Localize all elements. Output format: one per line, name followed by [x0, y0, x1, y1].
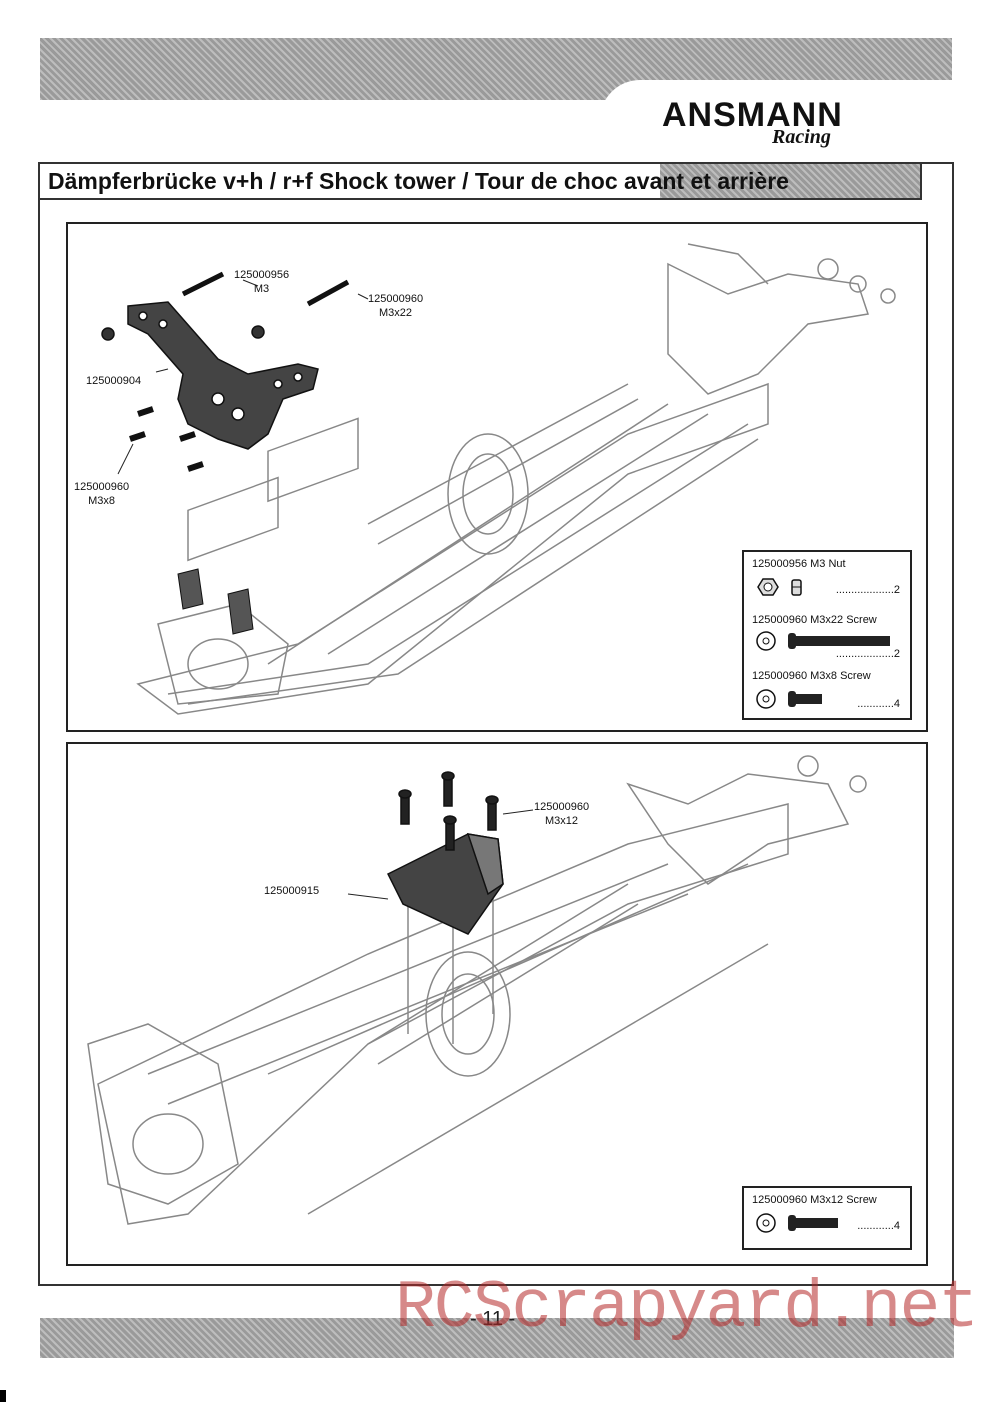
callout-nut-part: 125000956 — [234, 269, 290, 281]
cover-panel: 125000960 M3x12 125000915 125000960 M3x1… — [66, 742, 928, 1266]
header-band-curve — [600, 80, 960, 160]
logo-racing: Racing — [772, 126, 831, 148]
callout-tower-part: 125000904 — [86, 375, 142, 387]
chassis-drawing-2 — [87, 755, 867, 1225]
header-band — [40, 38, 952, 100]
callout-long-screw-size: M3x22 — [379, 307, 413, 319]
title-bar-shade — [660, 164, 920, 198]
callout-short-screw: 125000960 M3x8 — [74, 480, 129, 508]
parts-qty: ...................2 — [835, 648, 900, 660]
callout-short-screw-part: 125000960 — [74, 481, 130, 493]
callout-tower: 125000904 — [86, 374, 141, 388]
callout-cover-part: 125000915 — [264, 885, 320, 897]
callout-nut: 125000956 M3 — [234, 268, 289, 296]
short-screw-icon — [756, 689, 822, 709]
chassis-drawing-1 — [101, 243, 896, 715]
nut-icon — [757, 578, 802, 596]
callout-cover-screw: 125000960 M3x12 — [534, 800, 589, 828]
callout-long-screw: 125000960 M3x22 — [368, 292, 423, 320]
logo-wordmark: ANSMANN — [662, 96, 843, 134]
cover-screw-icon — [756, 1213, 838, 1233]
parts-row-nut: 125000956 M3 Nut ...................2 — [744, 552, 910, 608]
parts-list-2: 125000960 M3x12 Screw ............4 — [742, 1186, 912, 1250]
parts-qty: ...................2 — [835, 584, 900, 596]
parts-row-m3x12: 125000960 M3x12 Screw ............4 — [744, 1188, 910, 1244]
parts-qty: ............4 — [857, 1220, 900, 1232]
callout-long-screw-part: 125000960 — [368, 293, 424, 305]
shock-tower-panel: 125000956 M3 125000960 M3x22 125000904 1… — [66, 222, 928, 732]
callout-cover-screw-size: M3x12 — [545, 815, 579, 827]
corner-mark — [0, 1390, 6, 1402]
callout-cover-screw-part: 125000960 — [534, 801, 590, 813]
parts-qty: ............4 — [857, 698, 900, 710]
footer-band — [40, 1318, 954, 1358]
parts-list-1: 125000956 M3 Nut ...................2 12… — [742, 550, 912, 720]
page-title: Dämpferbrücke v+h / r+f Shock tower / To… — [48, 168, 789, 194]
callout-cover: 125000915 — [264, 884, 319, 898]
parts-label: 125000960 M3x22 Screw — [752, 614, 877, 626]
callout-nut-size: M3 — [253, 283, 270, 295]
page-number: - 11 - — [470, 1308, 516, 1330]
callout-short-screw-size: M3x8 — [88, 495, 115, 507]
parts-row-m3x22: 125000960 M3x22 Screw ..................… — [744, 608, 910, 664]
watermark: RCScrapyard.net — [395, 1270, 979, 1347]
parts-label: 125000960 M3x8 Screw — [752, 670, 871, 682]
ansmann-logo: ANSMANN Racing — [662, 92, 912, 152]
parts-label: 125000956 M3 Nut — [752, 558, 846, 570]
parts-row-m3x8: 125000960 M3x8 Screw ............4 — [744, 664, 910, 720]
parts-label: 125000960 M3x12 Screw — [752, 1194, 877, 1206]
title-bar: Dämpferbrücke v+h / r+f Shock tower / To… — [38, 162, 922, 200]
long-screw-icon — [756, 631, 890, 651]
